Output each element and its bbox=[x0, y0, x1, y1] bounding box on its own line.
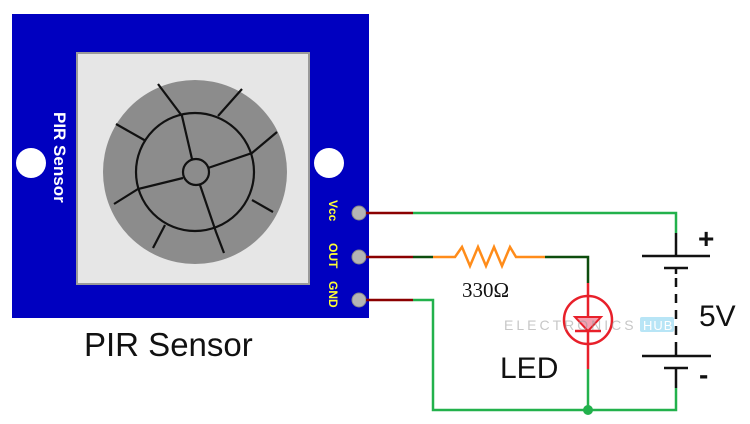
battery-symbol bbox=[642, 254, 711, 388]
pin-out[interactable] bbox=[351, 249, 367, 265]
pin-label-vcc: Vcc bbox=[326, 200, 340, 222]
pin-label-gnd: GND bbox=[326, 281, 340, 308]
wire-gnd bbox=[366, 298, 678, 412]
watermark: ELECTRONICS HUB bbox=[504, 317, 674, 333]
wire-out bbox=[366, 255, 590, 283]
pin-gnd[interactable] bbox=[351, 292, 367, 308]
battery-minus-sign: - bbox=[699, 359, 708, 390]
wire-vcc bbox=[366, 211, 678, 256]
resistor-label: 330Ω bbox=[462, 278, 509, 302]
junction-dot bbox=[583, 405, 593, 415]
led-symbol bbox=[562, 283, 614, 369]
fresnel-lens bbox=[103, 80, 287, 264]
board-label: PIR Sensor bbox=[50, 112, 69, 203]
pin-label-out: OUT bbox=[326, 243, 340, 269]
watermark-badge-bg bbox=[640, 317, 674, 332]
mounting-hole-right bbox=[314, 148, 344, 178]
battery-plus-sign: + bbox=[698, 223, 714, 254]
led-label: LED bbox=[500, 352, 558, 385]
watermark-badge: HUB bbox=[643, 318, 673, 333]
module-caption: PIR Sensor bbox=[84, 326, 253, 363]
mounting-hole-left bbox=[16, 148, 46, 178]
battery-voltage-label: 5V bbox=[699, 300, 736, 333]
pin-vcc[interactable] bbox=[351, 205, 367, 221]
resistor-330-ohm bbox=[433, 243, 545, 270]
watermark-text: ELECTRONICS bbox=[504, 317, 637, 333]
